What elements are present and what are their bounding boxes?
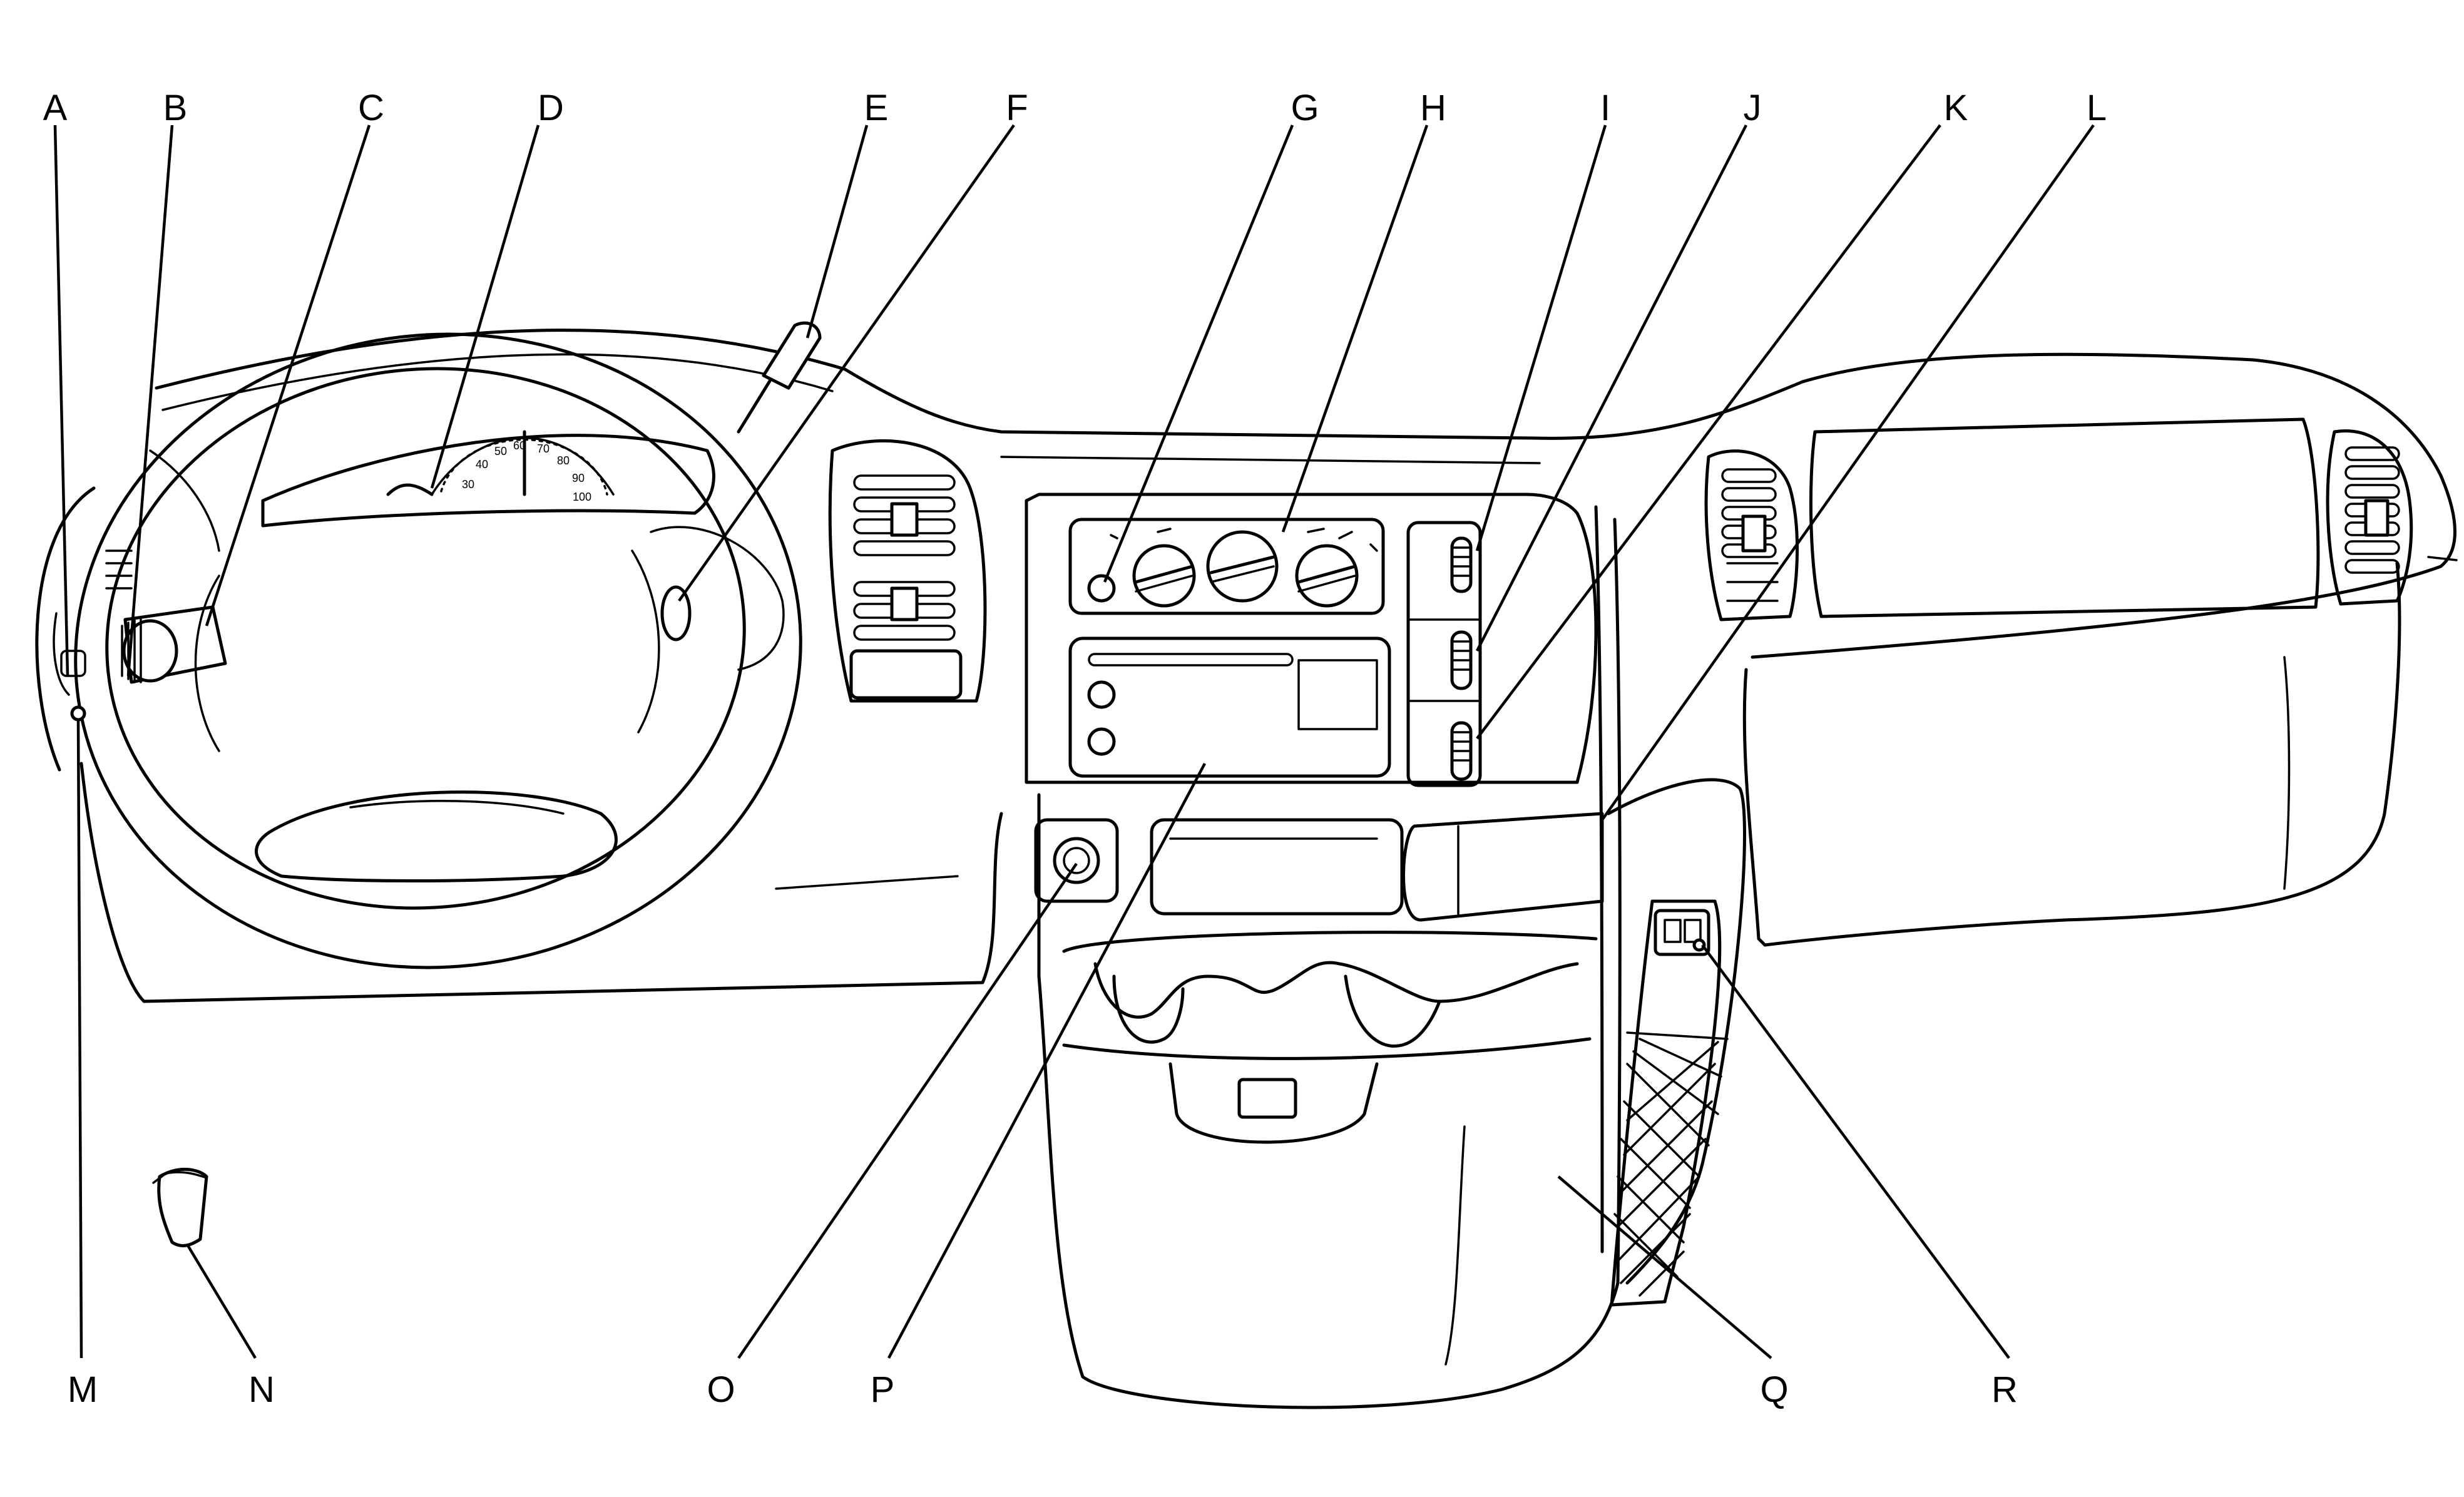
leader-c <box>205 125 371 626</box>
callout-g: G <box>1291 88 1319 128</box>
callout-o: O <box>707 1369 735 1410</box>
climate-control-panel <box>1068 518 1385 615</box>
callout-a: A <box>43 88 68 128</box>
callout-d: D <box>538 88 564 128</box>
temperature-knob <box>1295 544 1359 608</box>
leader-r <box>1701 944 2010 1359</box>
center-stack <box>1025 493 1622 1285</box>
power-outlet <box>1034 818 1119 903</box>
speedometer-tick-70: 70 <box>537 442 550 455</box>
leader-b <box>126 125 174 677</box>
speedometer-tick-30: 30 <box>462 478 474 491</box>
callout-j: J <box>1744 88 1762 128</box>
leader-k <box>1476 124 1941 740</box>
callout-m: M <box>68 1369 98 1410</box>
blower-knob <box>1132 544 1196 608</box>
callout-i: I <box>1600 88 1610 128</box>
thumbwheel-k <box>1450 721 1473 781</box>
rear-switch-panel <box>1654 909 1710 956</box>
callout-c: C <box>358 88 384 128</box>
speedometer-tick-80: 80 <box>557 454 570 467</box>
grille-mesh <box>1613 1038 1722 1297</box>
climate-indicator-g <box>1087 574 1116 603</box>
callout-l: L <box>2087 88 2107 128</box>
callout-e: E <box>864 88 889 128</box>
callout-p: P <box>871 1369 895 1410</box>
left-center-air-vents <box>828 439 987 703</box>
right-side-vents <box>1704 429 2413 621</box>
leader-e <box>805 125 869 339</box>
lower-vent-louvers <box>853 581 956 641</box>
leader-g <box>1103 125 1294 583</box>
thumbwheel-controls <box>1406 521 1482 787</box>
speedometer-tick-40: 40 <box>476 458 488 471</box>
mode-knob <box>1206 530 1279 603</box>
glove-box-lid <box>1809 417 2320 618</box>
thumbwheel-i <box>1450 536 1473 593</box>
turn-signal-lever <box>737 321 822 434</box>
leader-p <box>887 762 1206 1359</box>
speedometer-tick-50: 50 <box>494 445 507 457</box>
dashboard-outline <box>35 329 2458 1003</box>
speedometer: 30 40 50 60 70 80 90 100 <box>440 430 608 503</box>
callout-f: F <box>1006 88 1028 128</box>
speedometer-tick-100: 100 <box>573 491 591 503</box>
speaker-grille <box>1610 899 1729 1307</box>
leader-l <box>1601 124 2095 821</box>
right-stalk-knob <box>650 526 785 671</box>
speedometer-tick-90: 90 <box>572 472 585 484</box>
leader-q <box>1557 1175 1772 1359</box>
leader-n <box>187 1244 257 1359</box>
leader-j <box>1475 124 1748 652</box>
callout-q: Q <box>1760 1369 1788 1410</box>
leader-h <box>1281 125 1429 533</box>
leader-a <box>53 125 69 677</box>
upper-vent-louvers <box>853 474 956 556</box>
parking-brake-release <box>152 1167 208 1247</box>
leader-d <box>430 125 540 489</box>
thumbwheel-j <box>1450 630 1473 690</box>
leader-m <box>76 719 83 1359</box>
leader-o <box>737 862 1078 1359</box>
callout-b: B <box>163 88 188 128</box>
radio <box>1068 636 1391 778</box>
callout-r: R <box>1991 1369 2018 1410</box>
speedometer-tick-60: 60 <box>513 439 526 452</box>
right-trim-panel <box>1607 778 1746 1307</box>
callout-n: N <box>248 1369 275 1410</box>
callout-labels: A B C D E F G H I J K L M N O P Q R <box>43 88 2107 1410</box>
steering-wheel <box>74 332 802 969</box>
lower-console <box>1034 812 1620 1409</box>
leader-i <box>1475 125 1607 551</box>
leader-f <box>678 124 1015 602</box>
leader-lines <box>53 124 2095 1359</box>
instrument-cluster: 30 40 50 60 70 80 90 100 <box>261 430 715 528</box>
callout-h: H <box>1420 88 1446 128</box>
callout-k: K <box>1944 88 1968 128</box>
